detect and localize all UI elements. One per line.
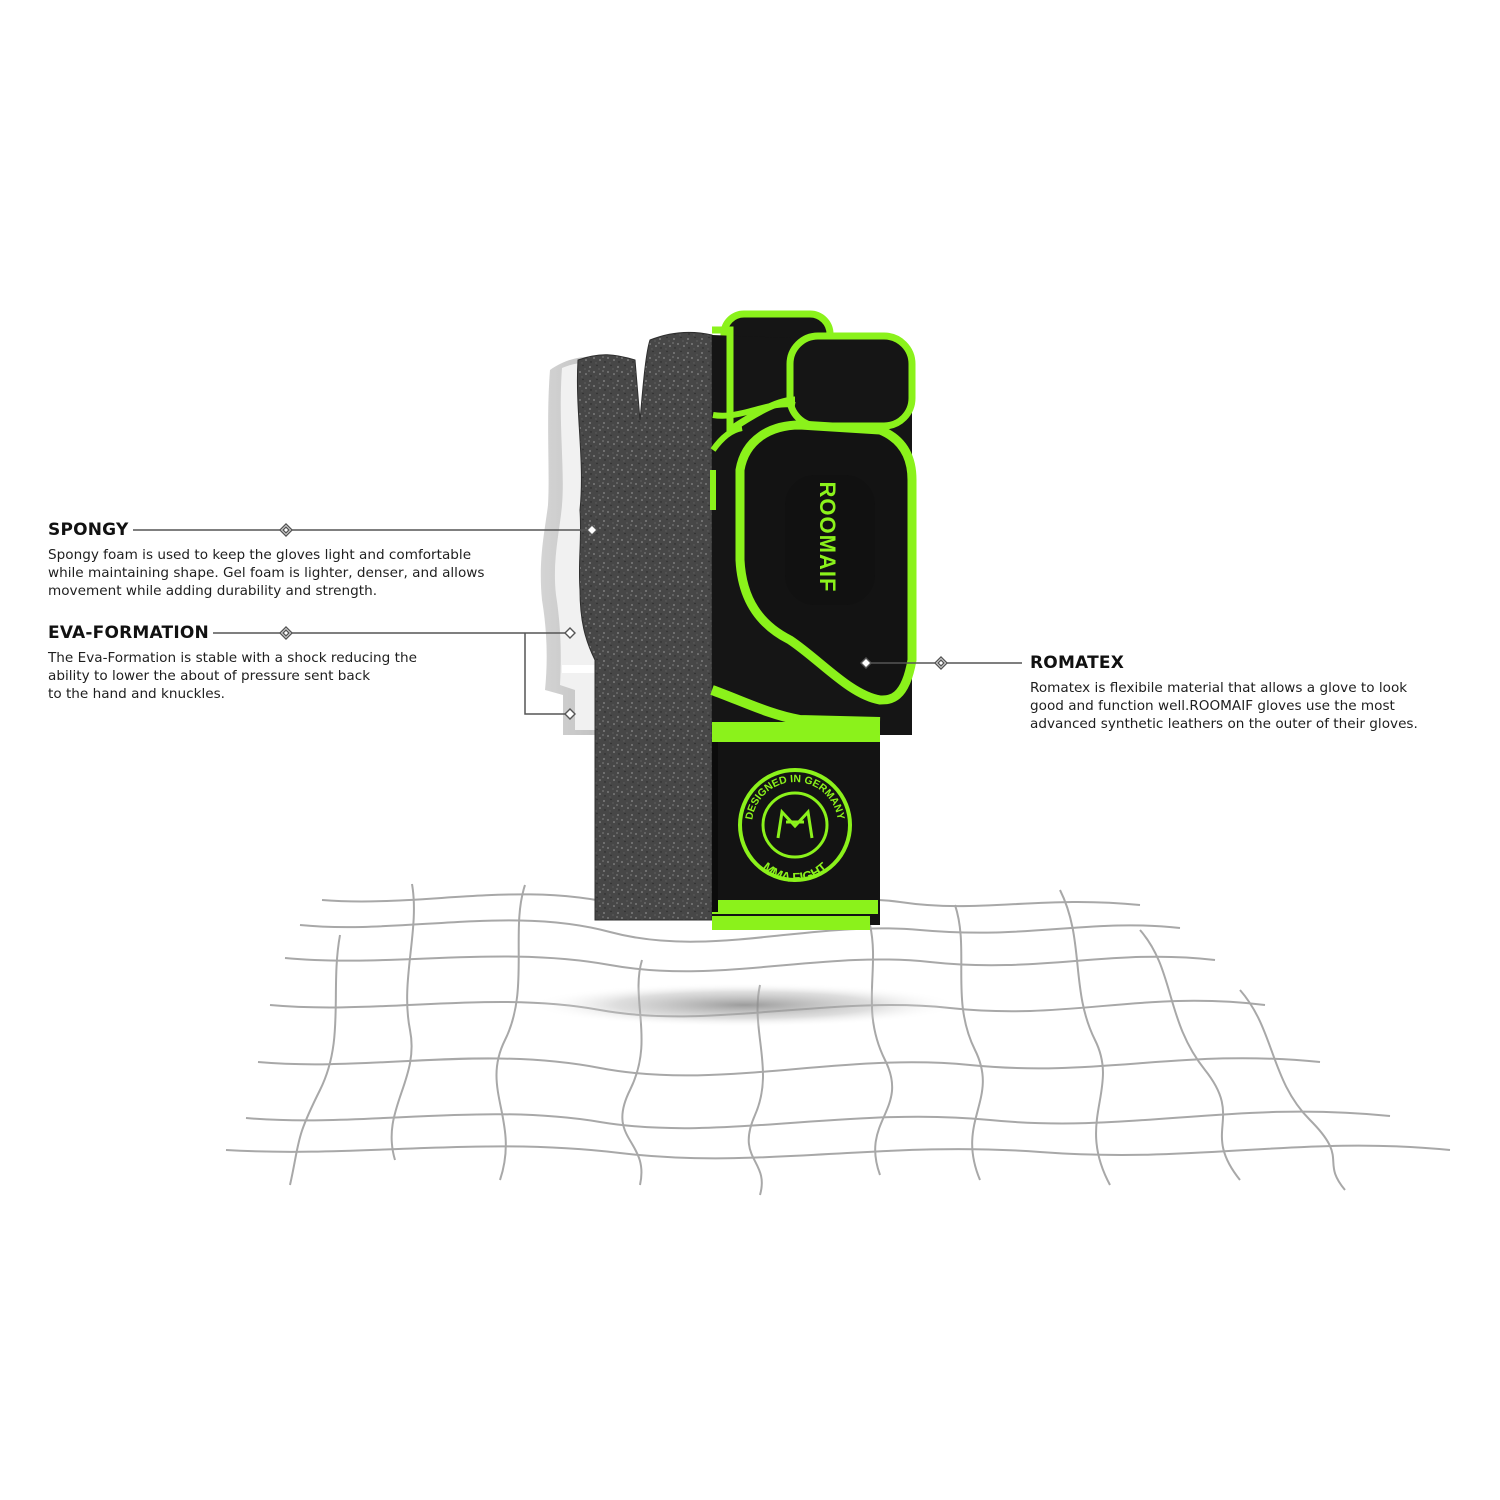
callout-eva-line: to the hand and knuckles. [48, 686, 225, 702]
callout-romatex-title: ROMATEX [1030, 653, 1125, 673]
callout-spongy-line: Spongy foam is used to keep the gloves l… [48, 547, 472, 563]
callout-spongy-line: movement while adding durability and str… [48, 583, 378, 599]
callout-spongy-line: while maintaining shape. Gel foam is lig… [48, 565, 485, 581]
callout-eva-line: ability to lower the about of pressure s… [48, 668, 371, 684]
brand-wordmark: ROOMAIF [815, 482, 840, 593]
eva-leader-branch [524, 633, 570, 715]
spongy-marker-icon [279, 523, 598, 537]
glove-shadow [530, 983, 960, 1027]
callout-spongy-text: Spongy foam is used to keep the gloves l… [48, 546, 518, 600]
floor-net [225, 883, 1451, 1196]
callout-eva-line: The Eva-Formation is stable with a shock… [48, 650, 417, 666]
callout-romatex-text: Romatex is flexibile material that allow… [1030, 679, 1470, 733]
callout-romatex-line: Romatex is flexibile material that allow… [1030, 680, 1408, 696]
callout-eva-text: The Eva-Formation is stable with a shock… [48, 649, 468, 703]
romatex-marker-icon [860, 656, 948, 670]
callout-eva-formation: EVA-FORMATION The Eva-Formation is stabl… [48, 623, 468, 703]
eva-marker-icon [279, 626, 576, 720]
callout-eva-title: EVA-FORMATION [48, 623, 209, 643]
spongy-foam-layer [576, 331, 713, 921]
callout-spongy: SPONGY Spongy foam is used to keep the g… [48, 520, 518, 600]
callout-romatex-line: advanced synthetic leathers on the outer… [1030, 716, 1418, 732]
callout-romatex-line: good and function well.ROOMAIF gloves us… [1030, 698, 1395, 714]
callout-spongy-title: SPONGY [48, 520, 129, 540]
callout-romatex: ROMATEX Romatex is flexibile material th… [1030, 653, 1470, 733]
glove-outer-shell [710, 310, 917, 930]
leader-markers [279, 523, 948, 720]
